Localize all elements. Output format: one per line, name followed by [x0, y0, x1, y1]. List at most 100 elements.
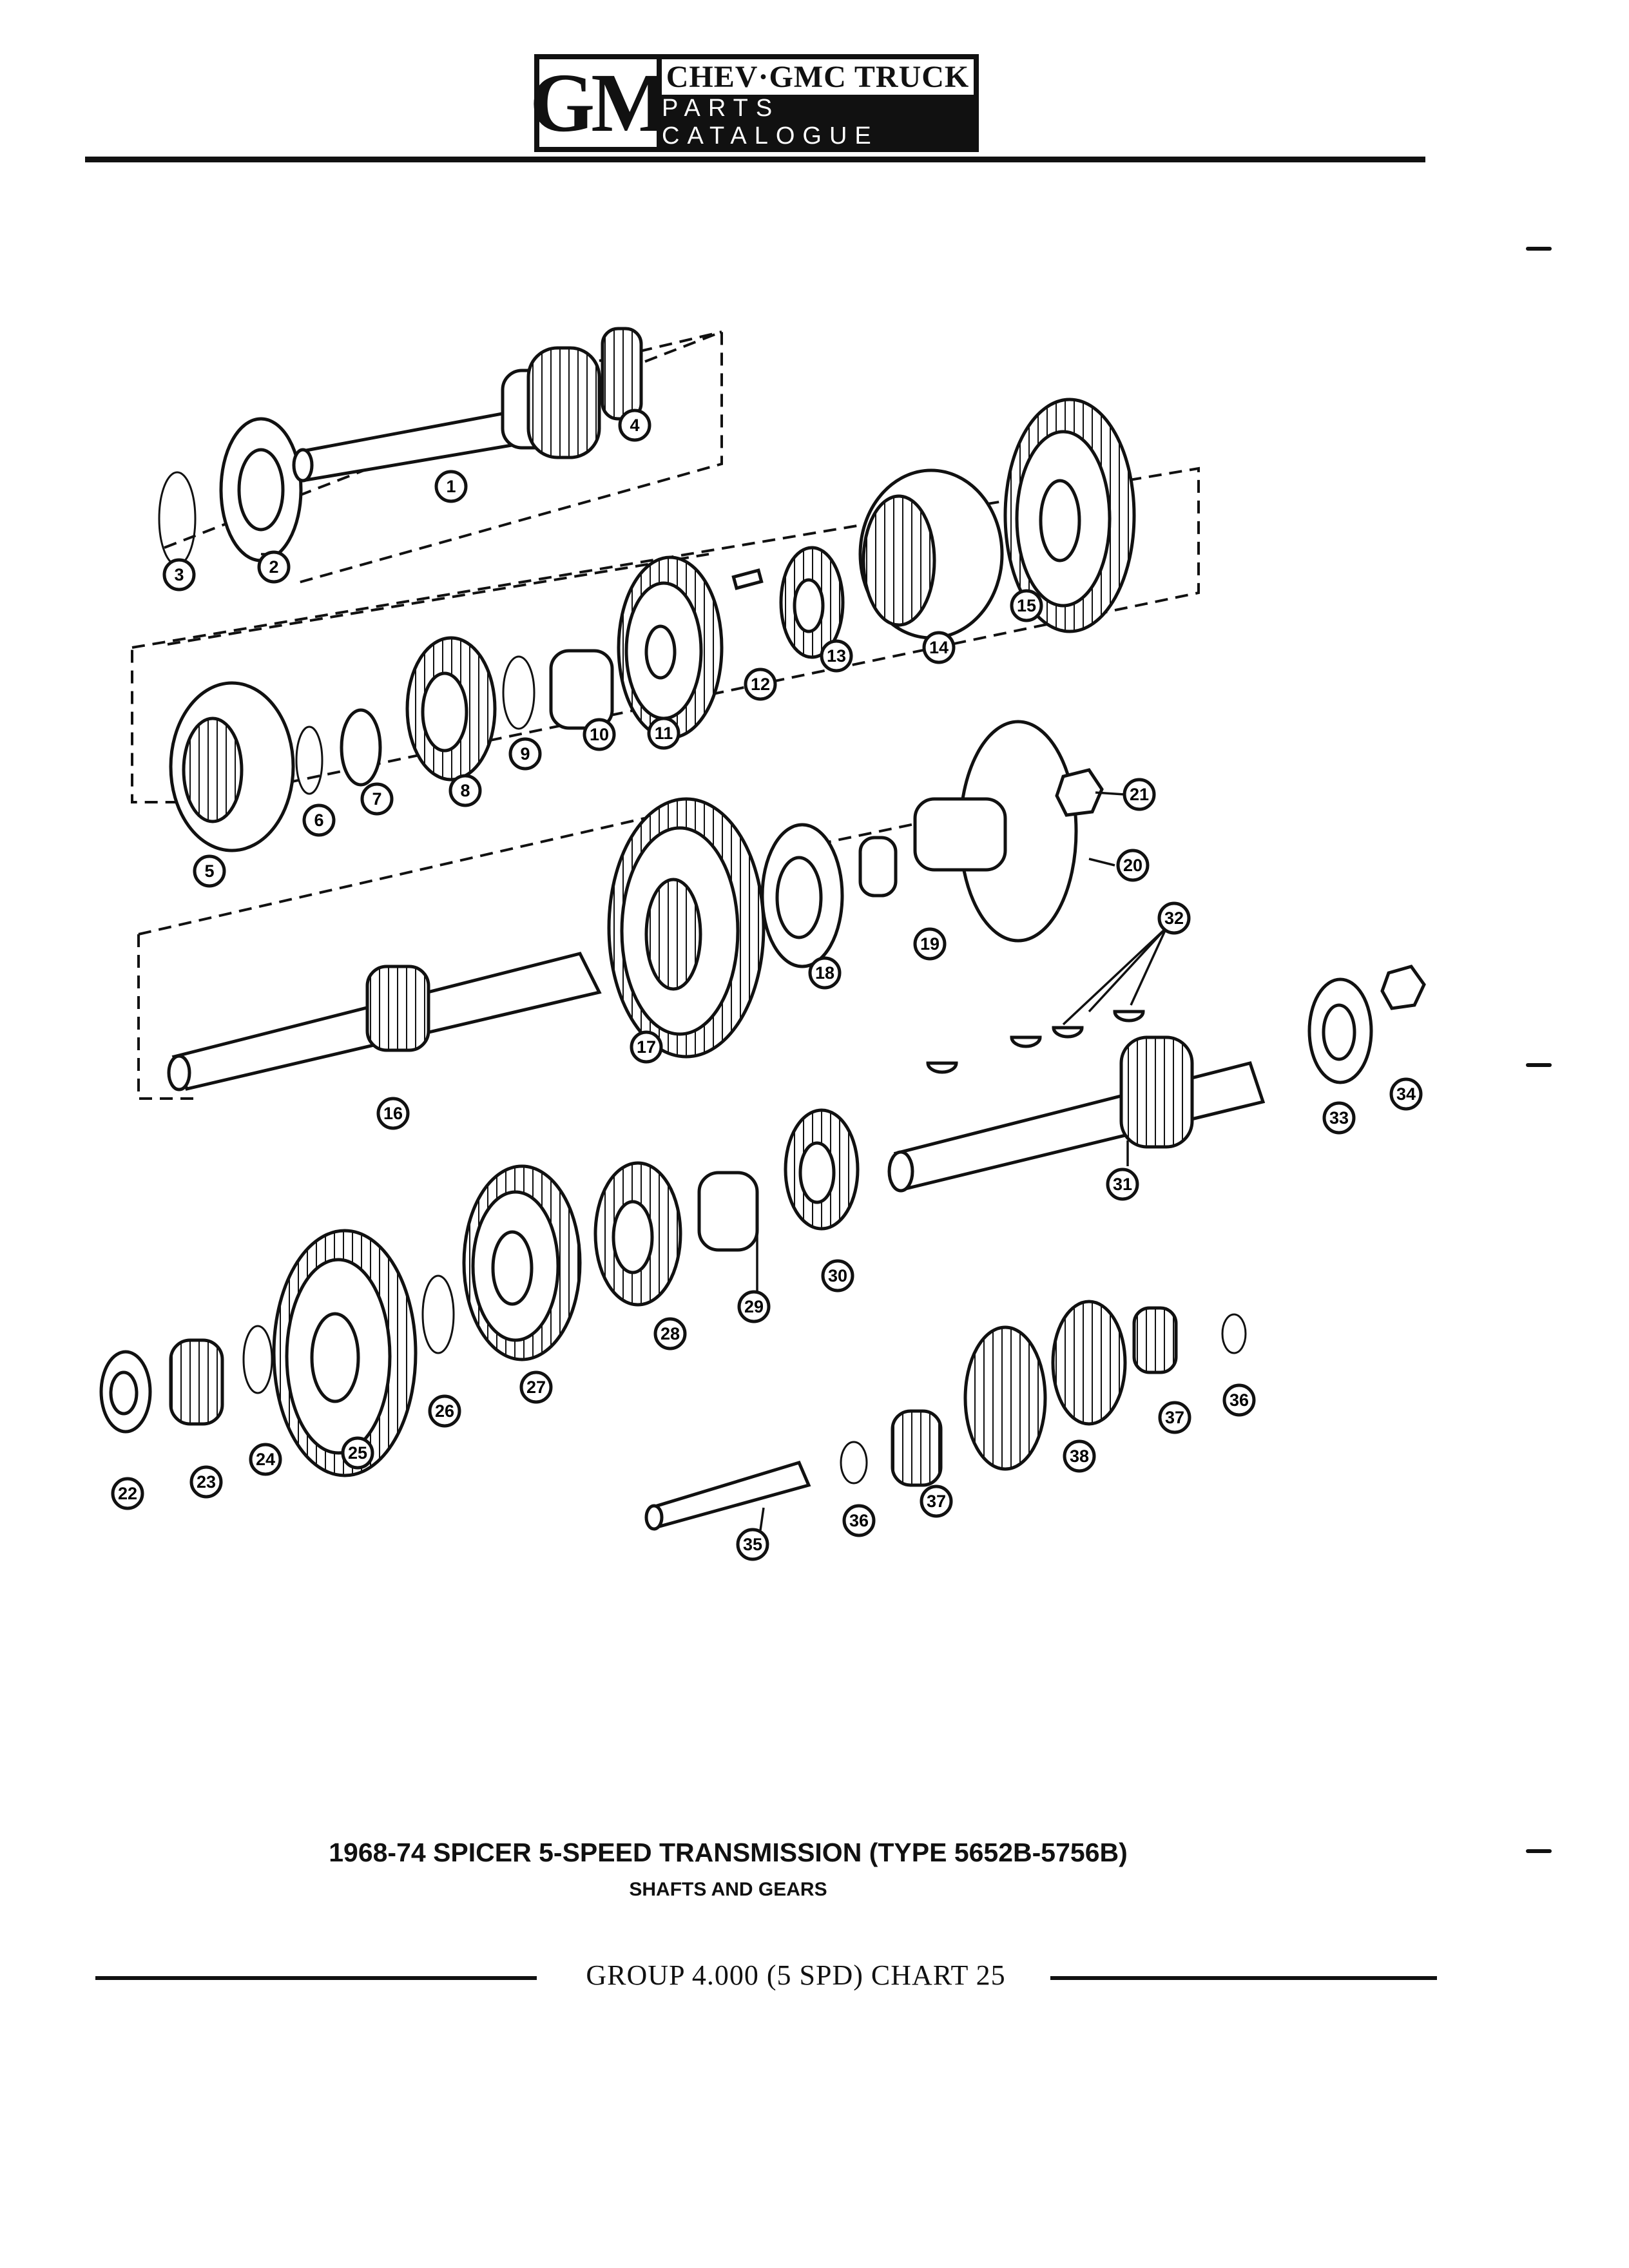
- callout-19: 19: [913, 927, 947, 961]
- svg-text:34: 34: [1396, 1084, 1416, 1104]
- svg-text:31: 31: [1113, 1175, 1132, 1194]
- svg-text:17: 17: [637, 1037, 656, 1057]
- callout-28: 28: [653, 1317, 687, 1350]
- callout-9: 9: [508, 737, 542, 771]
- sleeve: [549, 649, 614, 730]
- svg-text:23: 23: [197, 1472, 216, 1492]
- callout-24: 24: [249, 1443, 282, 1476]
- callout-25: 25: [341, 1436, 374, 1470]
- svg-text:20: 20: [1123, 856, 1142, 875]
- callout-7: 7: [360, 782, 394, 816]
- svg-text:29: 29: [744, 1297, 764, 1316]
- svg-text:25: 25: [348, 1443, 367, 1463]
- callout-3: 3: [162, 558, 196, 591]
- idler-shaft: [648, 1460, 811, 1530]
- callout-14: 14: [922, 631, 956, 664]
- callout-36a: 36: [842, 1504, 876, 1537]
- callout-6: 6: [302, 803, 336, 837]
- svg-text:36: 36: [1229, 1390, 1249, 1410]
- key: [731, 568, 764, 590]
- roller-bearing: [891, 1409, 943, 1487]
- svg-text:7: 7: [372, 789, 381, 809]
- seal: [858, 836, 898, 898]
- callout-33: 33: [1322, 1101, 1356, 1135]
- svg-text:16: 16: [383, 1104, 403, 1123]
- svg-text:8: 8: [460, 781, 470, 800]
- snap-ring: [158, 471, 197, 566]
- countershaft: [893, 1061, 1266, 1191]
- svg-text:32: 32: [1164, 908, 1184, 928]
- svg-text:18: 18: [815, 963, 834, 983]
- callout-18: 18: [808, 956, 842, 990]
- callouts: 1 2 3 4 5 6 7 8 9 10 11 12 13 14 15 16 1…: [111, 408, 1423, 1561]
- callout-11: 11: [647, 716, 680, 750]
- svg-text:24: 24: [256, 1450, 275, 1469]
- svg-text:37: 37: [927, 1492, 946, 1511]
- callout-30: 30: [821, 1259, 854, 1293]
- margin-tick: [1526, 1063, 1552, 1067]
- nut: [1055, 768, 1104, 817]
- callout-17: 17: [630, 1030, 663, 1064]
- svg-text:4: 4: [630, 416, 639, 435]
- reverse-idler-group: [644, 1300, 1247, 1531]
- gm-logo: GM CHEV·GMC TRUCK PARTS CATALOGUE: [530, 54, 979, 152]
- callout-37b: 37: [1158, 1401, 1191, 1434]
- header-rule: [85, 157, 1425, 162]
- callout-13: 13: [820, 639, 853, 673]
- callout-1: 1: [434, 470, 468, 503]
- woodruff-key: [926, 1061, 958, 1074]
- svg-text:38: 38: [1070, 1446, 1089, 1466]
- logo-text-block: CHEV·GMC TRUCK PARTS CATALOGUE: [662, 59, 974, 150]
- svg-text:2: 2: [269, 557, 278, 577]
- svg-text:9: 9: [520, 744, 530, 764]
- nut: [1380, 965, 1426, 1010]
- svg-text:10: 10: [590, 725, 609, 744]
- margin-tick: [1526, 1849, 1552, 1853]
- mainshaft-group: [167, 720, 1104, 1091]
- logo-line1: CHEV·GMC TRUCK: [662, 59, 974, 95]
- logo-line2: PARTS CATALOGUE: [662, 95, 974, 150]
- countershaft-group: [887, 965, 1426, 1193]
- callout-23: 23: [189, 1465, 223, 1499]
- callout-21: 21: [1123, 778, 1156, 811]
- callout-36b: 36: [1222, 1383, 1256, 1417]
- callout-12: 12: [744, 668, 777, 701]
- svg-text:14: 14: [929, 638, 949, 657]
- svg-text:3: 3: [174, 565, 184, 584]
- svg-text:28: 28: [660, 1324, 680, 1343]
- svg-text:6: 6: [314, 811, 323, 830]
- idler-gear: [963, 1325, 1047, 1471]
- roller-bearing: [601, 327, 643, 421]
- callout-34: 34: [1389, 1077, 1423, 1111]
- diagram-subtitle: SHAFTS AND GEARS: [629, 1879, 827, 1900]
- footer-rule-right: [1050, 1976, 1437, 1980]
- callout-29: 29: [737, 1290, 771, 1323]
- svg-text:12: 12: [751, 675, 770, 694]
- logo-gm-mark: GM: [530, 57, 670, 149]
- callout-2: 2: [257, 550, 291, 584]
- svg-text:11: 11: [655, 724, 673, 743]
- svg-text:27: 27: [526, 1378, 546, 1397]
- callout-26: 26: [428, 1394, 461, 1428]
- svg-text:37: 37: [1165, 1408, 1184, 1427]
- callout-22: 22: [111, 1477, 144, 1510]
- margin-tick: [1526, 247, 1552, 251]
- callout-35: 35: [736, 1528, 769, 1561]
- callout-4: 4: [618, 408, 651, 442]
- svg-text:1: 1: [446, 477, 456, 496]
- svg-text:35: 35: [743, 1535, 762, 1554]
- spacer: [697, 1171, 759, 1252]
- callout-32: 32: [1157, 901, 1191, 935]
- svg-text:36: 36: [849, 1511, 869, 1530]
- callout-20: 20: [1116, 849, 1150, 882]
- svg-text:26: 26: [435, 1401, 454, 1421]
- input-gear: [526, 346, 601, 459]
- footer-text: GROUP 4.000 (5 SPD) CHART 25: [586, 1959, 1006, 1991]
- callout-27: 27: [519, 1370, 553, 1404]
- callout-8: 8: [448, 774, 482, 807]
- svg-text:19: 19: [920, 934, 940, 954]
- countershaft-gear-group: [99, 1108, 860, 1477]
- diagram-title: 1968-74 SPICER 5-SPEED TRANSMISSION (TYP…: [329, 1838, 1128, 1867]
- svg-text:13: 13: [827, 646, 846, 666]
